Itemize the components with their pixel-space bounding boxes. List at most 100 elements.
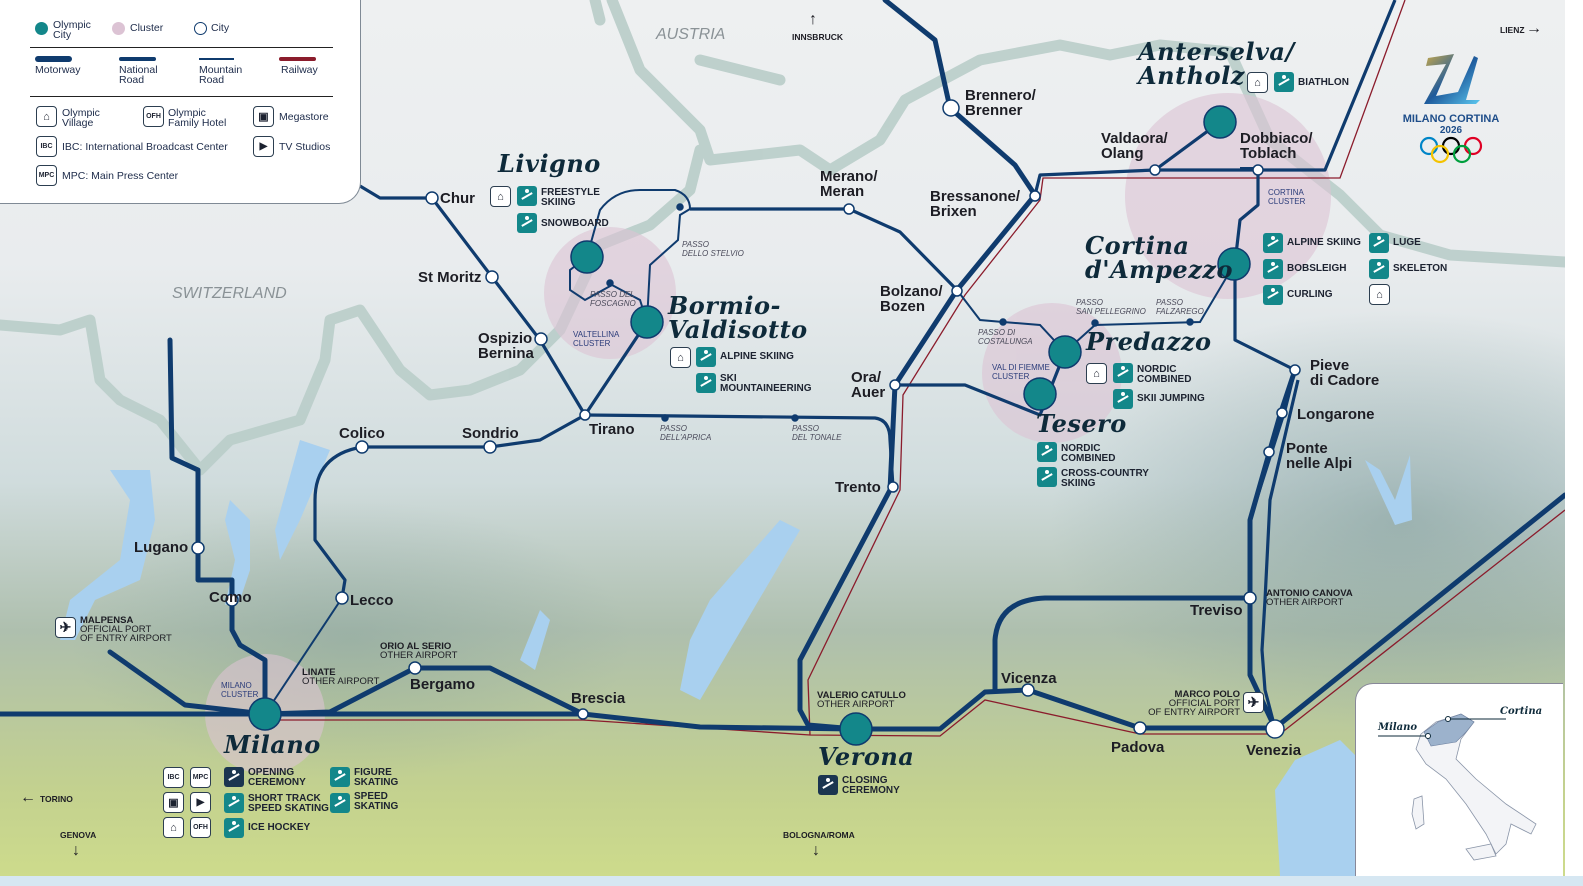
cluster-label-milano: MILANO CLUSTER xyxy=(221,681,259,699)
legend-divider xyxy=(30,47,333,48)
city-merano: Merano/ Meran xyxy=(820,168,878,200)
city-ospizio-bernina: Ospizio Bernina xyxy=(478,330,534,362)
nordic-combined-icon xyxy=(1113,363,1133,383)
city-padova: Padova xyxy=(1111,739,1165,756)
tv-studios-icon: ▶ xyxy=(253,136,274,157)
national-roads xyxy=(313,0,1397,729)
olympic-rings-icon xyxy=(1419,136,1483,164)
country-label-austria: AUSTRIA xyxy=(656,26,726,43)
city-como: Como xyxy=(209,589,252,606)
airport-type: OTHER AIRPORT xyxy=(380,650,458,661)
city-lugano: Lugano xyxy=(134,539,189,556)
ski-jumping-icon xyxy=(1113,389,1133,409)
city-valdaora: Valdaora/ Olang xyxy=(1101,130,1168,162)
inset-label-cortina: Cortina xyxy=(1500,706,1543,717)
sport-label: SKII JUMPING xyxy=(1137,393,1205,404)
city-sondrio: Sondrio xyxy=(462,425,519,442)
airport-name: LINATE xyxy=(302,667,336,678)
sport-label: FREESTYLE SKIING xyxy=(541,187,600,208)
cluster-swatch xyxy=(112,22,125,35)
ofh-icon: OFH xyxy=(190,817,211,838)
map-legend: Olympic City Cluster City Motorway Natio… xyxy=(0,0,361,204)
airport-name: ANTONIO CANOVA xyxy=(1266,588,1353,599)
city-lecco: Lecco xyxy=(350,592,394,609)
legend-olympic-family-hotel: Olympic Family Hotel xyxy=(168,107,227,129)
direction-bologna-roma: BOLOGNA/ROMA xyxy=(783,830,855,840)
olympic-venues-map: AUSTRIA SWITZERLAND ↑ INNSBRUCK LIENZ → … xyxy=(0,0,1565,876)
direction-genova: GENOVA xyxy=(60,830,97,840)
legend-city: City xyxy=(211,22,230,34)
olympic-village-icon: ⌂ xyxy=(490,186,511,207)
airport-type: OTHER AIRPORT xyxy=(302,676,380,687)
legend-olympic-city: Olympic City xyxy=(53,19,91,41)
national-road-swatch xyxy=(119,57,156,61)
olympic-city-tesero: Tesero xyxy=(1036,409,1127,438)
railway-swatch xyxy=(279,57,316,61)
inset-label-milano: Milano xyxy=(1378,722,1418,733)
city-venezia: Venezia xyxy=(1246,742,1302,759)
pass-foscagno: PASSO DEL FOSCAGNO xyxy=(590,290,636,308)
olympic-city-milano: Milano xyxy=(224,730,321,759)
italy-inset-map: Milano Cortina xyxy=(1355,683,1563,876)
ibc-icon: IBC xyxy=(163,767,184,788)
airport-name: VALERIO CATULLO xyxy=(817,690,906,701)
airport-type: OF ENTRY AIRPORT xyxy=(80,633,172,644)
city-longarone: Longarone xyxy=(1297,406,1375,423)
city-bressanone: Bressanone/ Brixen xyxy=(930,188,1021,220)
map-roads-layer xyxy=(0,0,1565,876)
sport-label: SKI MOUNTAINEERING xyxy=(720,373,812,394)
arrow-up-icon: ↑ xyxy=(809,11,817,28)
legend-ibc: IBC: International Broadcast Center xyxy=(62,141,228,153)
olympic-city-livigno: Livigno xyxy=(498,149,601,178)
city-ponte-nelle-alpi: Ponte nelle Alpi xyxy=(1286,440,1353,472)
direction-innsbruck: INNSBRUCK xyxy=(792,32,843,42)
sport-label: CLOSING CEREMONY xyxy=(842,775,900,796)
olympic-village-icon: ⌂ xyxy=(1086,363,1107,384)
olympic-village-icon: ⌂ xyxy=(1369,284,1390,305)
legend-railway: Railway xyxy=(281,64,318,76)
city-treviso: Treviso xyxy=(1190,602,1243,619)
sport-label: SHORT TRACK SPEED SKATING xyxy=(248,793,329,814)
olympic-city-cortina: Cortina d'Ampezzo xyxy=(1085,231,1233,284)
sport-label: SNOWBOARD xyxy=(541,218,609,229)
city-st-moritz: St Moritz xyxy=(418,269,482,286)
olympic-city-anterselva: Anterselva/ Antholz xyxy=(1138,37,1295,90)
pass-aprica: PASSO DELL'APRICA xyxy=(660,424,712,442)
sport-label: ICE HOCKEY xyxy=(248,822,311,833)
milano-cortina-logo: MILANO CORTINA 2026 xyxy=(1396,48,1506,171)
city-colico: Colico xyxy=(339,425,385,442)
airport-name: MALPENSA xyxy=(80,615,134,626)
skeleton-icon xyxy=(1369,259,1389,279)
city-vicenza: Vicenza xyxy=(1001,670,1057,687)
pass-tonale: PASSO DEL TONALE xyxy=(792,424,842,442)
logo-mark-icon xyxy=(1424,54,1480,104)
sport-label: LUGE xyxy=(1393,237,1421,248)
speed-skating-icon xyxy=(330,793,350,813)
legend-mountain-road: Mountain Road xyxy=(199,64,243,86)
city-brescia: Brescia xyxy=(571,690,626,707)
city-bergamo: Bergamo xyxy=(410,676,476,693)
city-trento: Trento xyxy=(835,479,881,496)
nordic-combined-icon xyxy=(1037,442,1057,462)
megastore-icon: ▣ xyxy=(253,106,274,127)
curling-icon xyxy=(1263,285,1283,305)
pass-costalunga: PASSO DI COSTALUNGA xyxy=(978,328,1033,346)
olympic-city-swatch xyxy=(35,22,48,35)
airport-type: OTHER AIRPORT xyxy=(817,699,895,710)
ski-mountaineering-icon xyxy=(696,373,716,393)
airport-type: OFFICIAL PORT xyxy=(1168,698,1240,709)
logo-name: MILANO CORTINA xyxy=(1402,113,1500,125)
legend-cluster: Cluster xyxy=(130,22,164,34)
legend-divider xyxy=(30,96,333,97)
sport-label: ALPINE SKIING xyxy=(720,351,794,362)
lakes xyxy=(60,440,1412,876)
city-dots xyxy=(191,99,1301,739)
legend-megastore: Megastore xyxy=(279,111,329,123)
airport-type: OTHER AIRPORT xyxy=(1266,597,1344,608)
freestyle-skiing-icon xyxy=(517,186,537,206)
city-bolzano: Bolzano/ Bozen xyxy=(880,283,943,315)
